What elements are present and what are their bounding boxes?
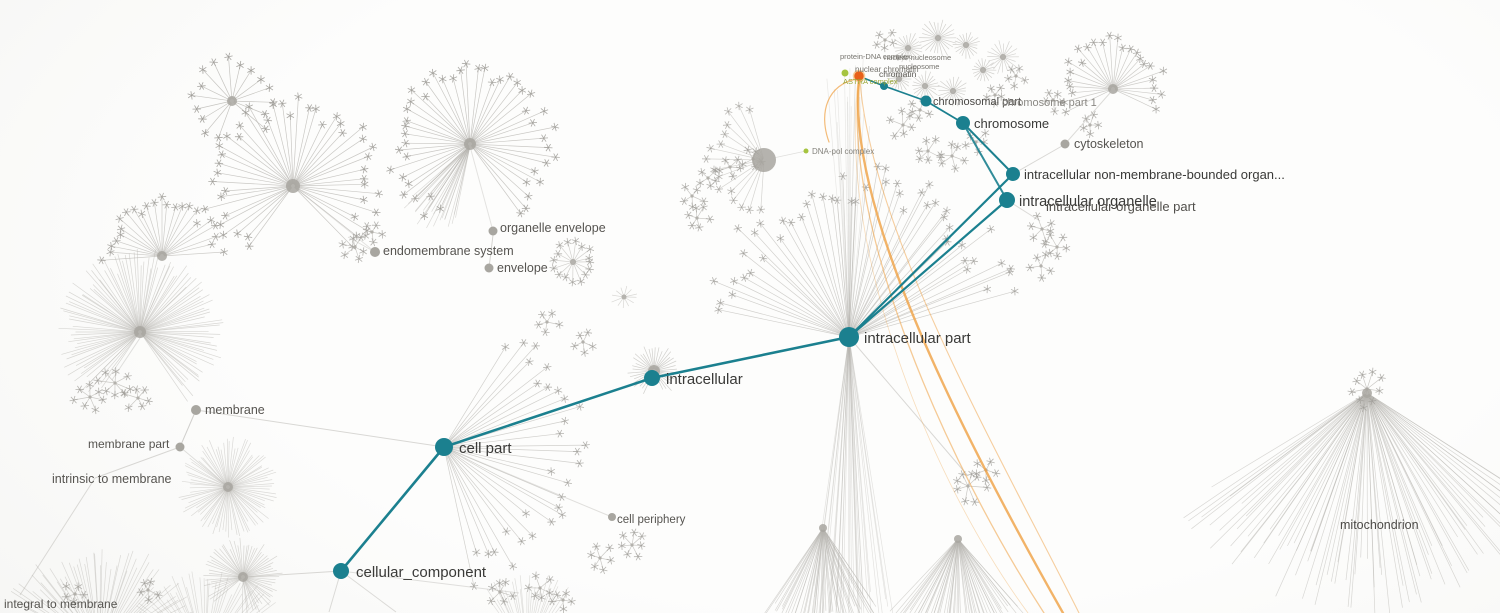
flower-layer bbox=[61, 28, 1386, 613]
label-protein-dna-complex[interactable]: protein-DNA complex bbox=[840, 52, 911, 61]
label-endomembrane-system[interactable]: endomembrane system bbox=[383, 244, 514, 258]
node-membrane-part-node[interactable] bbox=[175, 442, 185, 452]
orange-curve-layer bbox=[824, 78, 1080, 613]
label-membrane-part[interactable]: membrane part bbox=[88, 437, 170, 451]
node-chromatin-highlight[interactable] bbox=[852, 69, 866, 83]
node-dna-pol-dot[interactable] bbox=[803, 148, 809, 154]
node-layer[interactable] bbox=[175, 69, 1070, 580]
hub-layer bbox=[134, 35, 1372, 582]
node-membrane-node[interactable] bbox=[191, 405, 201, 415]
label-intracellular-part[interactable]: intracellular part bbox=[864, 330, 972, 347]
node-intracellular-non-membrane-bounded-organelle[interactable] bbox=[1006, 167, 1020, 181]
label-cell-periphery[interactable]: cell periphery bbox=[617, 514, 686, 526]
node-cellular-component[interactable] bbox=[333, 563, 349, 579]
label-mitochondrion[interactable]: mitochondrion bbox=[1340, 518, 1419, 532]
label-astra-complex[interactable]: ASTRA complex bbox=[843, 77, 898, 86]
label-intrinsic-to-membrane[interactable]: intrinsic to membrane bbox=[52, 472, 172, 486]
label-cell-part[interactable]: cell part bbox=[459, 440, 512, 457]
label-dna-pol-complex[interactable]: DNA-pol complex bbox=[812, 147, 874, 156]
label-cytoskeleton[interactable]: cytoskeleton bbox=[1074, 137, 1144, 151]
label-layer[interactable]: cellular_component cell part intracellular… bbox=[4, 52, 1419, 611]
label-intracellular-organelle[interactable]: intracellular organelle bbox=[1019, 194, 1157, 210]
node-chromosome[interactable] bbox=[956, 116, 970, 130]
label-nucleosome[interactable]: nucleosome bbox=[899, 62, 939, 71]
label-nuclear-nucleosome[interactable]: nuclear nucleosome bbox=[884, 53, 951, 62]
node-chromosomal-part[interactable] bbox=[920, 95, 932, 107]
node-intracellular-organelle[interactable] bbox=[999, 192, 1015, 208]
node-intracellular-part[interactable] bbox=[839, 327, 859, 347]
label-intracellular[interactable]: intracellular bbox=[666, 371, 743, 388]
node-cell-periphery-node[interactable] bbox=[608, 513, 616, 521]
node-cell-part[interactable] bbox=[435, 438, 453, 456]
label-intracellular-organelle-part[interactable]: intracellular organelle part bbox=[1046, 199, 1196, 214]
label-chromosomal-part[interactable]: chromosomal part bbox=[933, 96, 1021, 108]
fan-layer bbox=[10, 19, 1500, 613]
teal-edge-layer bbox=[339, 76, 1014, 572]
label-cellular-component[interactable]: cellular_component bbox=[356, 564, 487, 581]
gray-edge-layer bbox=[19, 92, 1111, 613]
node-nucleosome-hub[interactable] bbox=[880, 82, 888, 90]
node-organelle-envelope-node[interactable] bbox=[488, 226, 498, 236]
node-intracellular[interactable] bbox=[644, 370, 660, 386]
node-astra-highlight[interactable] bbox=[841, 69, 849, 77]
label-intracellular-non-membrane-bounded-organelle[interactable]: intracellular non-membrane-bounded organ… bbox=[1024, 167, 1285, 182]
label-chromosome-part-1[interactable]: chromosome part 1 bbox=[1002, 97, 1097, 109]
node-cytoskeleton-node[interactable] bbox=[1060, 139, 1070, 149]
label-membrane[interactable]: membrane bbox=[205, 403, 265, 417]
label-chromatin[interactable]: chromatin bbox=[879, 69, 917, 79]
node-envelope-node[interactable] bbox=[484, 263, 494, 273]
label-envelope[interactable]: envelope bbox=[497, 261, 548, 275]
label-organelle-envelope[interactable]: organelle envelope bbox=[500, 221, 606, 235]
node-endomembrane-node[interactable] bbox=[370, 247, 380, 257]
label-chromosome[interactable]: chromosome bbox=[974, 116, 1049, 131]
label-integral-to-membrane[interactable]: integral to membrane bbox=[4, 597, 118, 611]
label-nuclear-chromatin[interactable]: nuclear chromatin bbox=[855, 65, 919, 74]
